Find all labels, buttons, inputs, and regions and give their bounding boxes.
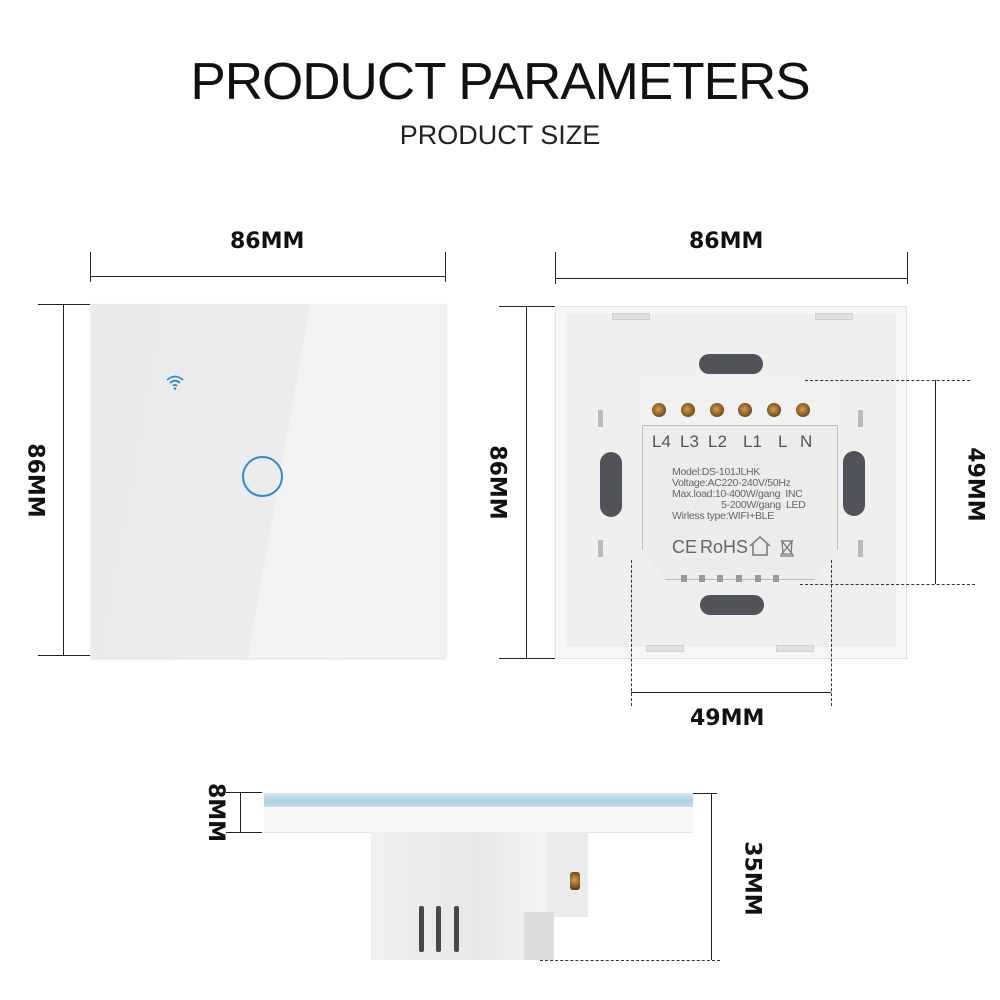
dimension-tick — [90, 252, 91, 282]
front-width-label: 86MM — [230, 229, 305, 254]
vent — [755, 575, 761, 582]
dimension-guide — [805, 380, 970, 381]
dimension-tick — [499, 306, 555, 307]
terminal-label: L3 — [680, 432, 699, 451]
front-height-dimension-line — [63, 304, 64, 656]
terminal-screw — [738, 403, 752, 417]
screw-slot — [600, 452, 622, 517]
dimension-tick — [38, 304, 90, 305]
house-icon — [748, 535, 772, 562]
terminal-label: N — [800, 432, 813, 451]
alignment-mark — [858, 540, 863, 557]
dimension-guide — [831, 560, 832, 706]
depth-dimension-line — [711, 793, 712, 960]
back-height-dimension-line — [526, 306, 527, 658]
vent-fin — [419, 906, 424, 952]
screw-slot — [699, 354, 763, 374]
page-title: PRODUCT PARAMETERS — [190, 53, 810, 111]
mounting-tab — [815, 313, 853, 320]
mounting-tab — [612, 313, 650, 320]
glass-thickness-label: 8MM — [203, 782, 229, 843]
terminal-screw — [570, 872, 580, 890]
page-subtitle: PRODUCT SIZE — [399, 120, 601, 150]
screw-slot — [843, 451, 865, 516]
dimension-guide — [631, 560, 632, 706]
dimension-tick — [555, 252, 556, 284]
terminal-housing — [546, 832, 588, 917]
vent — [736, 575, 742, 582]
vent — [681, 575, 687, 582]
depth-label: 35MM — [739, 841, 765, 916]
crossed-bin-icon — [778, 537, 796, 562]
alignment-mark — [858, 410, 863, 427]
mounting-tab — [776, 645, 814, 652]
dimension-tick — [38, 655, 90, 656]
terminal-label: L1 — [743, 432, 762, 451]
terminal-screw — [652, 403, 666, 417]
glass-panel-edge — [264, 793, 693, 807]
alignment-mark — [598, 410, 603, 427]
front-width-dimension-line — [90, 276, 446, 277]
spec-voltage: Voltage:AC220-240V/50Hz — [672, 477, 791, 489]
touch-button-ring — [242, 456, 283, 497]
dimension-tick — [499, 658, 555, 659]
wifi-icon — [165, 374, 185, 395]
rohs-mark: RoHS — [700, 537, 749, 557]
spec-wireless: Wirless type:WIFI+BLE — [672, 510, 774, 522]
alignment-mark — [598, 540, 603, 557]
dimension-tick — [907, 252, 908, 284]
dimension-guide — [540, 960, 720, 961]
module-height-dimension-line — [935, 380, 936, 584]
panel-frame — [264, 807, 693, 833]
spec-max-load-led: 5-200W/gang LED — [721, 499, 806, 511]
ce-mark: CE — [672, 537, 698, 557]
terminal-label: L — [778, 432, 788, 451]
terminal-label: L4 — [652, 432, 671, 451]
vent — [717, 575, 723, 582]
vent — [699, 575, 705, 582]
mounting-tab — [646, 645, 684, 652]
screw-slot — [700, 595, 764, 615]
dimension-guide — [800, 584, 975, 585]
module-width-dimension-line — [631, 692, 831, 693]
terminal-screw — [796, 403, 810, 417]
module-width-label: 49MM — [690, 706, 765, 731]
back-height-label: 86MM — [484, 445, 510, 520]
terminal-screw — [681, 403, 695, 417]
vent-fin — [436, 906, 441, 952]
terminal-screw — [710, 403, 724, 417]
dimension-tick — [693, 793, 717, 794]
vent-fin — [454, 906, 459, 952]
dimension-tick — [226, 832, 262, 833]
vent — [773, 575, 779, 582]
back-box-step — [524, 912, 554, 960]
dimension-tick — [226, 792, 262, 793]
glass-thickness-dimension-line — [240, 792, 241, 832]
module-height-label: 49MM — [962, 447, 988, 522]
back-width-dimension-line — [555, 278, 907, 279]
front-height-label: 86MM — [22, 443, 48, 518]
dimension-tick — [445, 252, 446, 282]
terminal-screw — [767, 403, 781, 417]
spec-model: Model:DS-101JLHK — [672, 466, 760, 478]
spec-max-load-inc: Max.load:10-400W/gang INC — [672, 488, 803, 500]
relay-module — [642, 425, 838, 580]
back-width-label: 86MM — [689, 229, 764, 254]
terminal-label: L2 — [708, 432, 727, 451]
